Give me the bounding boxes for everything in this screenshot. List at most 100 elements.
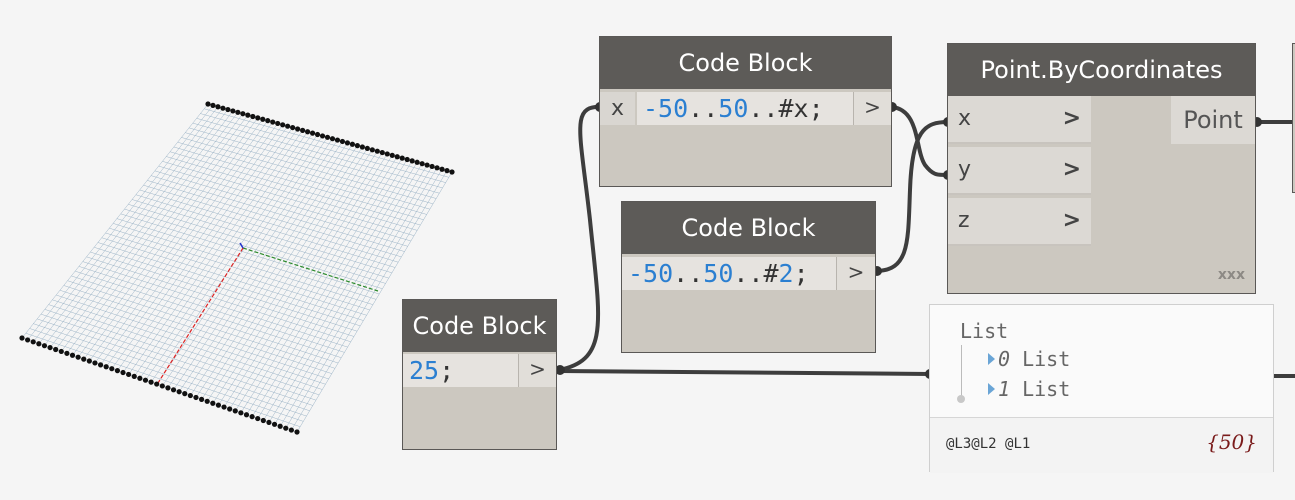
grid-line: [52, 299, 323, 390]
wire-cb3-to-watch[interactable]: [558, 369, 931, 376]
code-editor[interactable]: 25;: [403, 354, 518, 387]
grid-point: [409, 158, 415, 164]
input-port-x[interactable]: x >: [948, 96, 1091, 144]
wire-cb3-to-cb1-x[interactable]: [558, 104, 603, 372]
caret-right-icon[interactable]: [988, 383, 995, 395]
output-port[interactable]: >: [836, 257, 875, 290]
grid-line: [173, 141, 343, 390]
grid-line: [27, 105, 214, 341]
grid-line: [120, 213, 380, 295]
grid-point: [399, 155, 405, 161]
grid-point: [319, 133, 326, 139]
grid-point: [414, 159, 420, 165]
grid-point: [334, 137, 341, 143]
wire-cb1-to-pbc-x[interactable]: [891, 105, 949, 177]
list-tree: List 0 List 1 List: [930, 305, 1273, 418]
grid-line: [166, 156, 418, 231]
grid-point: [324, 134, 331, 140]
level-tag[interactable]: @L1: [1005, 436, 1031, 452]
grid-point: [176, 389, 182, 395]
output-port[interactable]: >: [518, 354, 556, 387]
grid-point: [210, 102, 216, 108]
grid-point: [260, 116, 266, 122]
grid-point: [295, 126, 301, 132]
code-block-node[interactable]: Code Block 25; >: [403, 300, 556, 449]
lacing-indicator[interactable]: xxx: [1217, 267, 1245, 283]
grid-line: [105, 232, 367, 316]
code-editor[interactable]: -50..50..#2;: [622, 257, 836, 290]
chevron-right-icon: >: [1062, 157, 1081, 182]
list-item[interactable]: 1 List: [988, 377, 1070, 401]
watch-preview-panel[interactable]: List 0 List 1 List @L3@L2 @L1 {50}: [929, 304, 1274, 473]
grid-line: [169, 151, 421, 226]
grid-line: [240, 157, 403, 413]
node-title[interactable]: Code Block: [600, 37, 891, 89]
grid-line: [132, 199, 389, 279]
grid-line: [185, 132, 434, 205]
grid-point: [271, 421, 278, 427]
list-label: List: [1022, 377, 1071, 401]
grid-line: [44, 309, 317, 401]
grid-line: [128, 130, 303, 375]
output-port[interactable]: >: [853, 92, 891, 125]
item-count: {50}: [1206, 430, 1257, 454]
grid-line: [156, 137, 328, 385]
grid-point: [58, 348, 64, 355]
grid-point: [137, 375, 143, 381]
grid-line: [139, 189, 396, 268]
grid-point: [225, 106, 231, 113]
grid-line: [33, 323, 307, 417]
grid-line: [134, 131, 308, 377]
grid-point: [265, 118, 271, 124]
wire-cb2-to-pbc-y[interactable]: [876, 120, 949, 273]
code-token: ;: [793, 259, 809, 288]
grid-point: [205, 101, 211, 107]
grid-line: [116, 218, 377, 300]
grid-point: [36, 341, 42, 347]
grid-point: [424, 162, 430, 168]
grid-point: [165, 385, 171, 391]
code-token: ..#x;: [748, 94, 824, 123]
caret-right-icon[interactable]: [988, 353, 995, 365]
list-item[interactable]: 0 List: [988, 347, 1070, 371]
grid-point: [243, 412, 250, 418]
background-3d-preview: [19, 101, 455, 435]
code-editor[interactable]: -50..50..#x;: [637, 92, 853, 125]
grid-point: [159, 383, 165, 389]
code-token: ;: [439, 356, 455, 385]
grid-point: [275, 120, 281, 127]
input-port-z[interactable]: z >: [948, 198, 1091, 246]
port-dot-cb3-out: [555, 365, 565, 375]
grid-line: [147, 180, 402, 258]
grid-point: [103, 364, 109, 370]
grid-line: [181, 137, 430, 210]
grid-point: [404, 156, 410, 163]
grid-line: [218, 152, 383, 406]
grid-line: [113, 223, 373, 305]
offscreen-node[interactable]: [1293, 44, 1295, 192]
grid-line: [291, 170, 448, 431]
code-token: -50: [628, 259, 674, 288]
code-block-node[interactable]: Code Block -50..50..#2; >: [622, 202, 875, 352]
grid-point: [359, 144, 365, 150]
input-port-x[interactable]: x: [600, 92, 635, 125]
node-title[interactable]: Point.ByCoordinates: [948, 44, 1255, 96]
grid-point: [250, 113, 256, 120]
grid-line: [190, 145, 358, 396]
x-axis-line: [157, 247, 244, 384]
output-port-point[interactable]: Point: [1171, 96, 1255, 144]
point-by-coordinates-node[interactable]: Point.ByCoordinates x > y > z > Point xx…: [948, 44, 1255, 293]
grid-line: [150, 135, 323, 383]
grid-line: [49, 110, 234, 348]
level-tag[interactable]: @L3: [946, 436, 972, 452]
grid-point: [369, 147, 375, 153]
node-title[interactable]: Code Block: [403, 300, 556, 352]
grid-line: [178, 142, 348, 392]
grid-point: [294, 429, 300, 435]
level-tag[interactable]: @L2: [971, 436, 997, 452]
grid-point: [232, 408, 238, 414]
node-title[interactable]: Code Block: [622, 202, 875, 254]
input-port-y[interactable]: y >: [948, 147, 1091, 195]
code-block-node[interactable]: Code Block x -50..50..#x; >: [600, 37, 891, 186]
